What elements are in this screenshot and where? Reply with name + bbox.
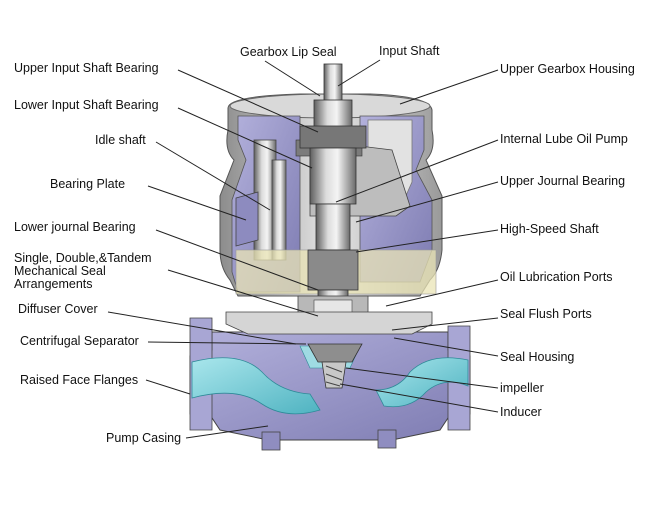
label-lower-input-shaft-bearing: Lower Input Shaft Bearing (14, 98, 159, 112)
label-oil-lubrication-ports: Oil Lubrication Ports (500, 270, 613, 284)
label-upper-gearbox-housing: Upper Gearbox Housing (500, 62, 635, 76)
label-lower-journal-bearing: Lower journal Bearing (14, 220, 136, 234)
label-idle-shaft: Idle shaft (95, 133, 146, 147)
label-mechanical-seal-line2: Mechanical Seal (14, 264, 106, 278)
label-pump-casing: Pump Casing (106, 431, 182, 445)
label-diffuser-cover: Diffuser Cover (18, 302, 98, 316)
impeller (307, 343, 363, 389)
label-input-shaft: Input Shaft (379, 44, 440, 58)
label-internal-lube-oil-pump: Internal Lube Oil Pump (500, 132, 628, 146)
label-mechanical-seal-line3: Arrangements (14, 277, 93, 291)
label-raised-face-flanges: Raised Face Flanges (20, 373, 139, 387)
label-gearbox-lip-seal: Gearbox Lip Seal (240, 45, 337, 59)
label-seal-flush-ports: Seal Flush Ports (500, 307, 592, 321)
label-inducer: Inducer (500, 405, 542, 419)
label-bearing-plate: Bearing Plate (50, 177, 126, 191)
label-mechanical-seal-line1: Single, Double,&Tandem (14, 251, 152, 265)
diffuser-cover (225, 311, 433, 335)
bearing-plate (235, 191, 259, 247)
label-impeller: impeller (500, 381, 544, 395)
label-centrifugal-separator: Centrifugal Separator (20, 334, 139, 348)
label-high-speed-shaft: High-Speed Shaft (500, 222, 599, 236)
label-upper-input-shaft-bearing: Upper Input Shaft Bearing (14, 61, 159, 75)
label-seal-housing: Seal Housing (500, 350, 575, 364)
label-upper-journal-bearing: Upper Journal Bearing (500, 174, 626, 188)
leader-lines (107, 59, 499, 439)
